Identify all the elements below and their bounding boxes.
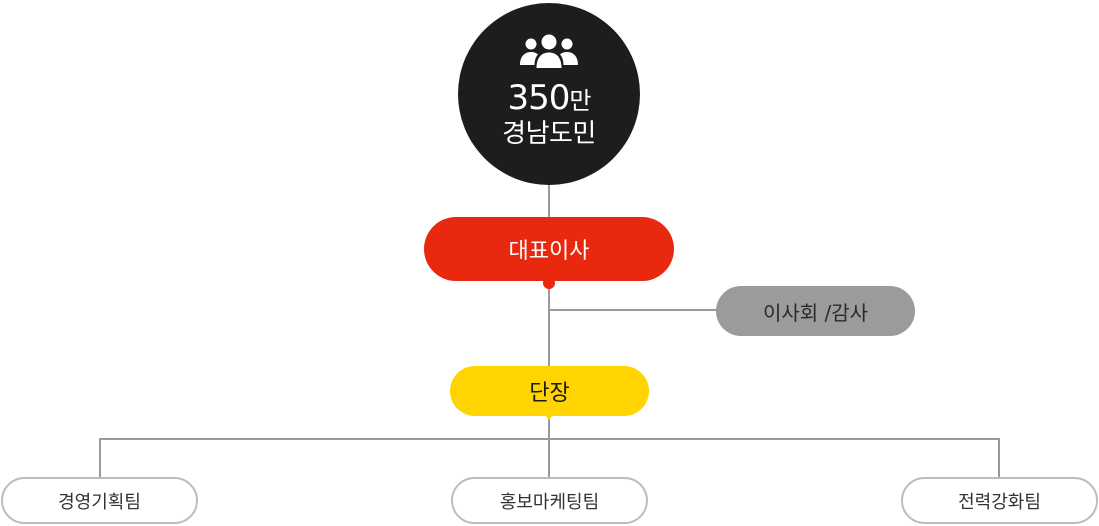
population-count-value: 350 [507, 77, 571, 118]
population-count: 350만 [507, 77, 592, 119]
connector-to-board [548, 309, 718, 311]
head-notch [541, 410, 557, 420]
team-label: 전력강화팀 [958, 491, 1041, 513]
team-node-management-planning: 경영기획팀 [1, 477, 198, 524]
head-label: 단장 [529, 381, 570, 406]
head-node: 단장 [450, 366, 649, 416]
population-count-unit: 만 [569, 86, 591, 115]
root-node: 350만 경남도민 [458, 3, 640, 185]
ceo-node: 대표이사 [424, 217, 674, 281]
team-label: 경영기획팀 [58, 491, 141, 513]
ceo-junction-dot [543, 277, 555, 289]
team-label: 홍보마케팅팀 [499, 491, 600, 513]
ceo-label: 대표이사 [508, 239, 590, 264]
board-node: 이사회 /감사 [716, 286, 915, 336]
connector-head-to-bus [548, 414, 550, 440]
team-node-marketing: 홍보마케팅팀 [451, 477, 648, 524]
connector-drop-team-1 [99, 438, 101, 479]
board-label: 이사회 /감사 [762, 300, 869, 325]
people-group-icon [520, 34, 578, 68]
connector-root-to-ceo [548, 183, 550, 219]
team-node-strategy: 전력강화팀 [901, 477, 1098, 524]
connector-drop-team-2 [548, 438, 550, 479]
root-name: 경남도민 [502, 118, 596, 149]
connector-drop-team-3 [998, 438, 1000, 479]
connector-ceo-to-head [548, 281, 550, 369]
